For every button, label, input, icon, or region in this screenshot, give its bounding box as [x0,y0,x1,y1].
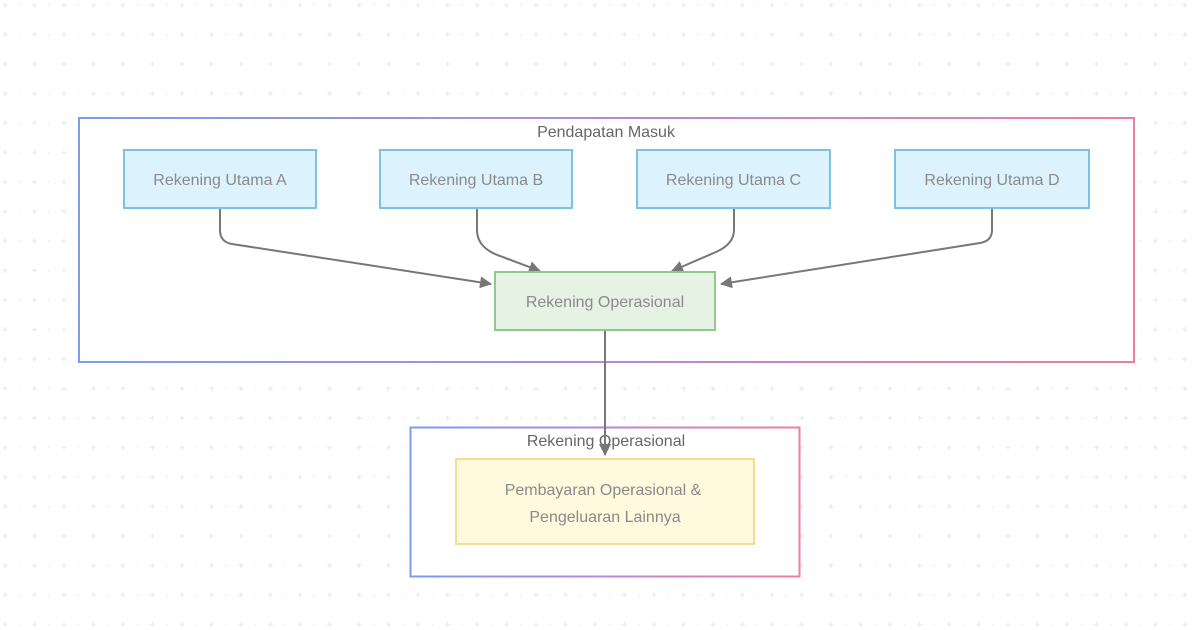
node-rekening-utama-a-box[interactable] [123,149,317,209]
node-rekening-utama-a-label: Rekening Utama A [153,172,287,189]
node-pembayaran-operasional[interactable]: Pembayaran Operasional & Pengeluaran Lai… [455,458,755,545]
node-rekening-utama-a[interactable]: Rekening Utama A [123,149,317,209]
node-pembayaran-operasional-box[interactable] [455,458,755,545]
node-rekening-utama-c-label: Rekening Utama C [666,172,801,189]
edge-utama-c-to-operasional [671,208,735,273]
node-rekening-utama-d-box[interactable] [894,149,1090,209]
group-pendapatan-masuk-title: Pendapatan Masuk [537,124,676,141]
node-pembayaran-operasional-label-line1: Pembayaran Operasional & [505,482,702,499]
node-rekening-utama-b-label: Rekening Utama B [409,172,543,189]
node-rekening-utama-c-box[interactable] [636,149,831,209]
node-rekening-utama-d[interactable]: Rekening Utama D [894,149,1090,209]
node-rekening-utama-b-box[interactable] [379,149,573,209]
node-rekening-operasional-box[interactable] [494,271,716,331]
node-pembayaran-operasional-label-line2: Pengeluaran Lainnya [529,509,680,526]
node-rekening-utama-b[interactable]: Rekening Utama B [379,149,573,209]
edge-utama-a-to-operasional [219,208,492,289]
node-rekening-operasional[interactable]: Rekening Operasional [494,271,716,331]
node-rekening-operasional-label: Rekening Operasional [526,294,684,311]
node-rekening-utama-c[interactable]: Rekening Utama C [636,149,831,209]
edge-utama-b-to-operasional [476,208,541,273]
edge-utama-d-to-operasional [720,208,993,289]
node-rekening-utama-d-label: Rekening Utama D [924,172,1059,189]
edges [219,208,993,456]
